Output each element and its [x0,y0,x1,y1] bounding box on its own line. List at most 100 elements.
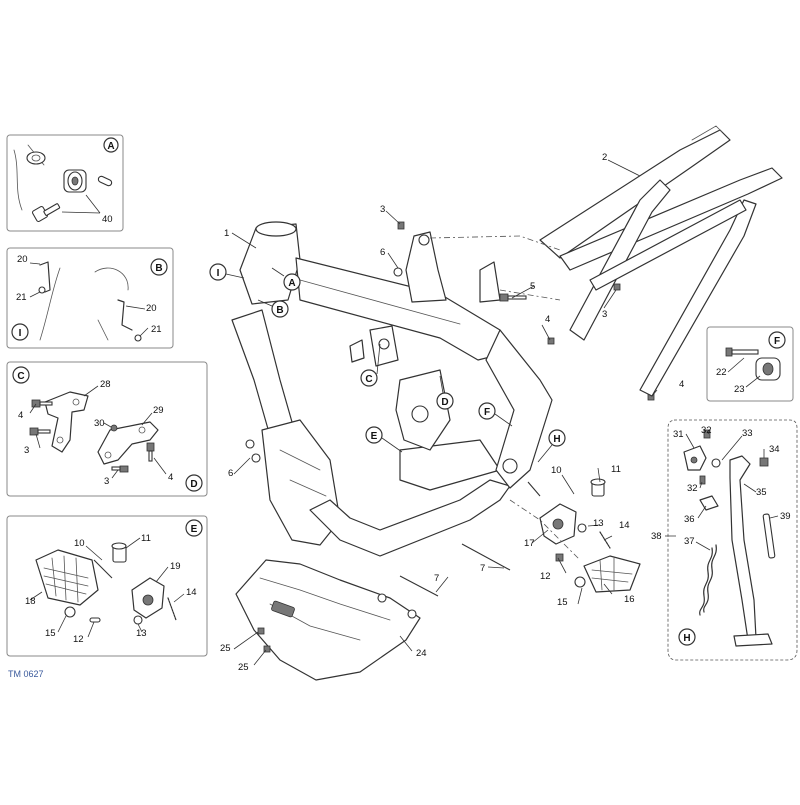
callout-22: 22 [716,367,727,378]
callout-7b: 7 [480,563,485,574]
callout-23: 23 [734,384,745,395]
callout-33: 33 [742,428,753,439]
panel-e: E 10 11 19 18 14 15 12 13 [6,515,208,657]
marker-f: F [478,402,496,420]
panel-a-letter: A [107,141,114,152]
panel-i-letter: I [19,328,22,339]
callout-28: 28 [100,379,111,390]
washer-icon [110,424,118,432]
plate-edge [279,449,327,497]
bolt-icon [111,442,155,473]
panel-h: H 31 32 33 34 32 35 36 39 38 37 [651,419,798,661]
leader-line [61,194,101,214]
frame-lower-cradle [309,479,511,557]
callout-17: 17 [524,538,535,549]
mount-bore [377,593,387,603]
callout-32b: 32 [687,483,698,494]
clip-wire-right [117,299,133,331]
assembly-path [429,235,561,251]
washer-icon [64,606,76,618]
stand-mount [683,445,707,471]
lock-barrel [63,169,87,193]
panel-c-letter: C [17,371,24,382]
marker-d: D [436,392,454,410]
panel-i-badge [11,323,29,341]
callout-37: 37 [684,536,695,547]
washer-icon [711,458,721,468]
callout-4b: 4 [679,379,684,390]
key-icon [31,203,61,223]
marker-arrow [537,444,553,463]
subframe-tab [691,125,723,141]
marker-e: E [365,426,383,444]
callout-3a: 3 [380,204,385,215]
callout-7a: 7 [434,573,439,584]
callout-32a: 32 [701,425,712,436]
panel-h-box [667,419,798,661]
callout-14: 14 [619,520,630,531]
callout-15: 15 [45,628,56,639]
figure-code: TM 0627 [8,669,44,679]
mount-bore [418,234,430,246]
callout-20a: 20 [17,254,28,265]
callout-4a: 4 [545,314,550,325]
panel-d-letter: D [190,479,197,490]
pin-small [89,617,101,623]
panel-b-badge [150,258,168,276]
clip-wire-left [39,261,51,293]
panel-f-letter: F [774,336,780,347]
callout-10: 10 [74,538,85,549]
svg-text:I: I [217,268,220,279]
svg-text:H: H [553,434,560,445]
nut-icon [759,457,769,467]
panel-h-badge [678,628,696,646]
callout-13: 13 [593,518,604,529]
leader-line [231,159,658,666]
bushing-icon [111,542,127,563]
callout-19: 19 [170,561,181,572]
callout-4a: 4 [18,410,23,421]
svg-text:D: D [441,397,448,408]
subframe-upper-rail [539,129,731,259]
rear-subframe [429,125,783,397]
panel-b: B I 20 21 20 21 [6,247,174,349]
mount-bore [407,609,417,619]
callout-30: 30 [94,418,105,429]
frame-edge-line [97,319,109,341]
callout-40: 40 [102,214,113,225]
leader-line [29,385,167,479]
callout-6a: 6 [380,247,385,258]
callout-36: 36 [684,514,695,525]
cradle-crossmember [399,439,501,491]
head-tube-top [255,221,297,237]
main-frame [231,221,655,557]
panel-f-badge [768,331,786,349]
callout-31: 31 [673,429,684,440]
pivot-bore [411,405,429,423]
svg-text:F: F [484,407,490,418]
callout-38: 38 [651,531,662,542]
callout-35: 35 [756,487,767,498]
callout-14: 14 [186,587,197,598]
callout-29: 29 [153,405,164,416]
svg-text:A: A [288,278,295,289]
frame-edge-line [13,149,23,211]
svg-text:C: C [365,374,372,385]
callout-25b: 25 [238,662,249,673]
spring-icon [699,547,713,616]
bolt-icon [703,429,711,439]
callout-6b: 6 [228,468,233,479]
rubber-bumper [755,357,781,381]
panel-a-badge [103,137,119,153]
long-bolt-7a [399,575,439,597]
peg-pin [93,559,113,579]
callout-5: 5 [530,281,535,292]
leader-line [29,537,185,638]
skid-mount-block [271,600,295,618]
subframe-brace [589,199,747,291]
callout-11: 11 [141,533,151,544]
callout-24: 24 [416,648,427,659]
callout-4b: 4 [168,472,173,483]
svg-text:B: B [276,305,283,316]
bolt-icon [699,475,706,485]
